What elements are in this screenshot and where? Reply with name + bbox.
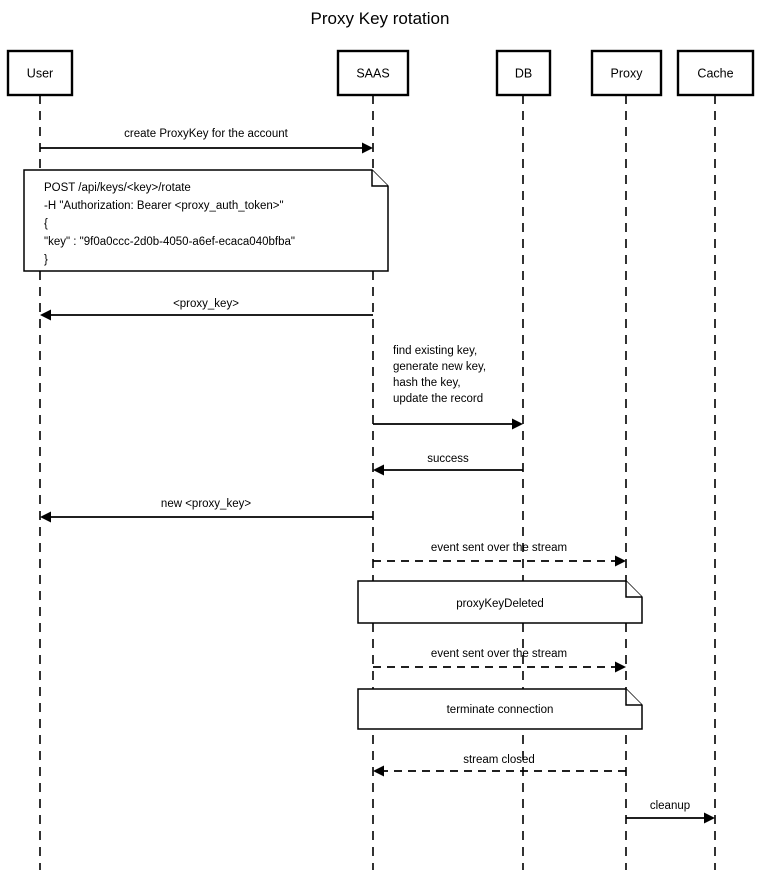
message-m6[interactable]: event sent over the stream <box>373 542 626 567</box>
note-terminate-connection-body[interactable] <box>357 688 643 730</box>
arrowhead-m9 <box>704 812 715 824</box>
participant-label-cache: Cache <box>697 67 733 81</box>
participant-user[interactable]: User <box>6 49 74 97</box>
message-label-m2: <proxy_key> <box>173 298 239 310</box>
message-label-m1: create ProxyKey for the account <box>124 128 288 140</box>
message-label-m9: cleanup <box>650 800 690 812</box>
note-proxy-key-deleted-body[interactable] <box>357 580 643 624</box>
note-request-line-2: { <box>44 218 48 230</box>
message-label-m8: stream closed <box>463 754 535 766</box>
message-label-m4: success <box>427 453 469 465</box>
note-request-line-4: } <box>44 254 48 266</box>
message-m8[interactable]: stream closed <box>373 754 626 777</box>
participant-label-db: DB <box>515 67 532 81</box>
message-m1[interactable]: create ProxyKey for the account <box>40 128 373 154</box>
message-label-m3-line-3: update the record <box>393 393 483 405</box>
arrowhead-m8 <box>373 765 384 777</box>
participant-box-cache[interactable] <box>676 49 755 97</box>
note-request[interactable]: POST /api/keys/<key>/rotate -H "Authoriza… <box>23 169 389 272</box>
note-terminate-connection-line-0: terminate connection <box>447 704 554 716</box>
participants-layer: User SAAS DB Proxy Cache <box>6 49 755 97</box>
message-label-m5: new <proxy_key> <box>161 498 251 510</box>
participant-box-db[interactable] <box>495 49 552 97</box>
note-request-line-3: "key" : "9f0a0ccc-2d0b-4050-a6ef-ecaca04… <box>44 236 295 248</box>
message-label-m3-line-1: generate new key, <box>393 361 486 373</box>
participant-saas[interactable]: SAAS <box>336 49 410 97</box>
participant-proxy[interactable]: Proxy <box>590 49 663 97</box>
arrowhead-m6 <box>615 555 626 567</box>
participant-box-user[interactable] <box>6 49 74 97</box>
message-m2[interactable]: <proxy_key> <box>40 298 373 321</box>
message-label-m6: event sent over the stream <box>431 542 567 554</box>
participant-db[interactable]: DB <box>495 49 552 97</box>
participant-cache[interactable]: Cache <box>676 49 755 97</box>
arrowhead-m2 <box>40 309 51 321</box>
message-m5[interactable]: new <proxy_key> <box>40 498 373 523</box>
notes-layer: POST /api/keys/<key>/rotate -H "Authoriza… <box>23 169 643 730</box>
page-title: Proxy Key rotation <box>311 9 450 28</box>
note-request-body[interactable] <box>23 169 389 272</box>
message-m3[interactable]: find existing key, generate new key, hash … <box>373 345 523 430</box>
note-request-fold-icon <box>371 170 388 187</box>
message-m9[interactable]: cleanup <box>626 800 715 824</box>
note-proxy-key-deleted-fold-icon <box>625 581 642 598</box>
participant-label-saas: SAAS <box>356 67 389 81</box>
note-proxy-key-deleted-line-0: proxyKeyDeleted <box>456 598 544 610</box>
message-label-m7: event sent over the stream <box>431 648 567 660</box>
message-label-m3-line-0: find existing key, <box>393 345 477 357</box>
message-label-m3-line-2: hash the key, <box>393 377 461 389</box>
arrowhead-m4 <box>373 464 384 476</box>
arrowhead-m1 <box>362 142 373 154</box>
messages-layer: create ProxyKey for the account <proxy_ke… <box>40 128 715 824</box>
arrowhead-m7 <box>615 661 626 673</box>
participant-label-proxy: Proxy <box>611 67 644 81</box>
note-terminate-connection[interactable]: terminate connection <box>357 688 643 730</box>
arrowhead-m3 <box>512 418 523 430</box>
note-request-line-0: POST /api/keys/<key>/rotate <box>44 182 191 194</box>
message-m7[interactable]: event sent over the stream <box>373 648 626 673</box>
note-request-line-1: -H "Authorization: Bearer <proxy_auth_to… <box>44 200 284 212</box>
message-m4[interactable]: success <box>373 453 523 476</box>
participant-label-user: User <box>27 67 53 81</box>
note-proxy-key-deleted[interactable]: proxyKeyDeleted <box>357 580 643 624</box>
participant-box-saas[interactable] <box>336 49 410 97</box>
note-terminate-connection-fold-icon <box>625 689 642 706</box>
participant-box-proxy[interactable] <box>590 49 663 97</box>
arrowhead-m5 <box>40 511 51 523</box>
